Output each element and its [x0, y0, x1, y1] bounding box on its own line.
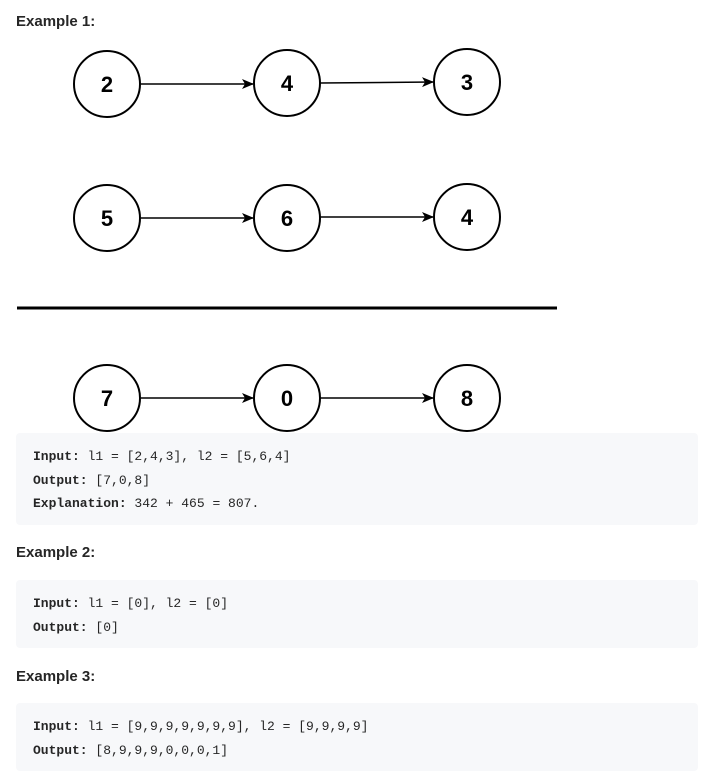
list-result: 7 0 8: [73, 364, 501, 432]
output-key: Output:: [33, 742, 88, 758]
node-label: 4: [461, 205, 474, 230]
example-3-heading: Example 3:: [16, 668, 96, 685]
output-value: [0]: [87, 619, 119, 635]
list-l1: 2 4 3: [73, 48, 501, 118]
output-value: [8,9,9,9,0,0,0,1]: [87, 742, 229, 758]
input-line: Input: l1 = [2,4,3], l2 = [5,6,4]: [33, 445, 698, 469]
input-key: Input:: [33, 449, 80, 464]
node-result-2: 8: [433, 364, 501, 432]
explanation-value: 342 + 465 = 807.: [126, 496, 260, 511]
linked-list-diagram: 2 4 3 5 6 4 7: [17, 48, 557, 432]
node-l2-2: 4: [433, 183, 501, 251]
node-label: 2: [101, 72, 113, 97]
output-line: Output: [8,9,9,9,0,0,0,1]: [33, 739, 698, 763]
output-key: Output:: [33, 472, 88, 488]
node-l1-2: 3: [433, 48, 501, 116]
input-key: Input:: [33, 719, 80, 734]
input-value: l1 = [9,9,9,9,9,9,9], l2 = [9,9,9,9]: [79, 719, 369, 734]
node-l2-1: 6: [253, 184, 321, 252]
node-label: 4: [281, 71, 294, 96]
input-line: Input: l1 = [0], l2 = [0]: [33, 592, 698, 616]
example-2-code-block: Input: l1 = [0], l2 = [0] Output: [0]: [16, 580, 698, 648]
output-line: Output: [0]: [33, 616, 698, 640]
example-1-heading: Example 1:: [16, 13, 96, 30]
node-label: 7: [101, 386, 113, 411]
node-result-0: 7: [73, 364, 141, 432]
list-l2: 5 6 4: [73, 183, 501, 252]
example-1-code-block: Input: l1 = [2,4,3], l2 = [5,6,4] Output…: [16, 433, 698, 525]
output-value: [7,0,8]: [87, 472, 151, 488]
input-line: Input: l1 = [9,9,9,9,9,9,9], l2 = [9,9,9…: [33, 715, 698, 739]
input-value: l1 = [2,4,3], l2 = [5,6,4]: [79, 449, 291, 464]
node-l1-1: 4: [253, 49, 321, 117]
input-value: l1 = [0], l2 = [0]: [79, 596, 229, 611]
node-l2-0: 5: [73, 184, 141, 252]
node-label: 3: [461, 70, 473, 95]
node-l1-0: 2: [73, 50, 141, 118]
example-3-code-block: Input: l1 = [9,9,9,9,9,9,9], l2 = [9,9,9…: [16, 703, 698, 771]
node-result-1: 0: [253, 364, 321, 432]
node-label: 6: [281, 206, 293, 231]
node-label: 5: [101, 206, 113, 231]
node-label: 8: [461, 386, 473, 411]
explanation-key: Explanation:: [33, 496, 127, 511]
node-label: 0: [281, 386, 293, 411]
input-key: Input:: [33, 596, 80, 611]
output-key: Output:: [33, 619, 88, 635]
arrow-l1-2: [319, 77, 434, 88]
explanation-line: Explanation: 342 + 465 = 807.: [33, 492, 698, 516]
example-2-heading: Example 2:: [16, 544, 96, 561]
output-line: Output: [7,0,8]: [33, 469, 698, 493]
